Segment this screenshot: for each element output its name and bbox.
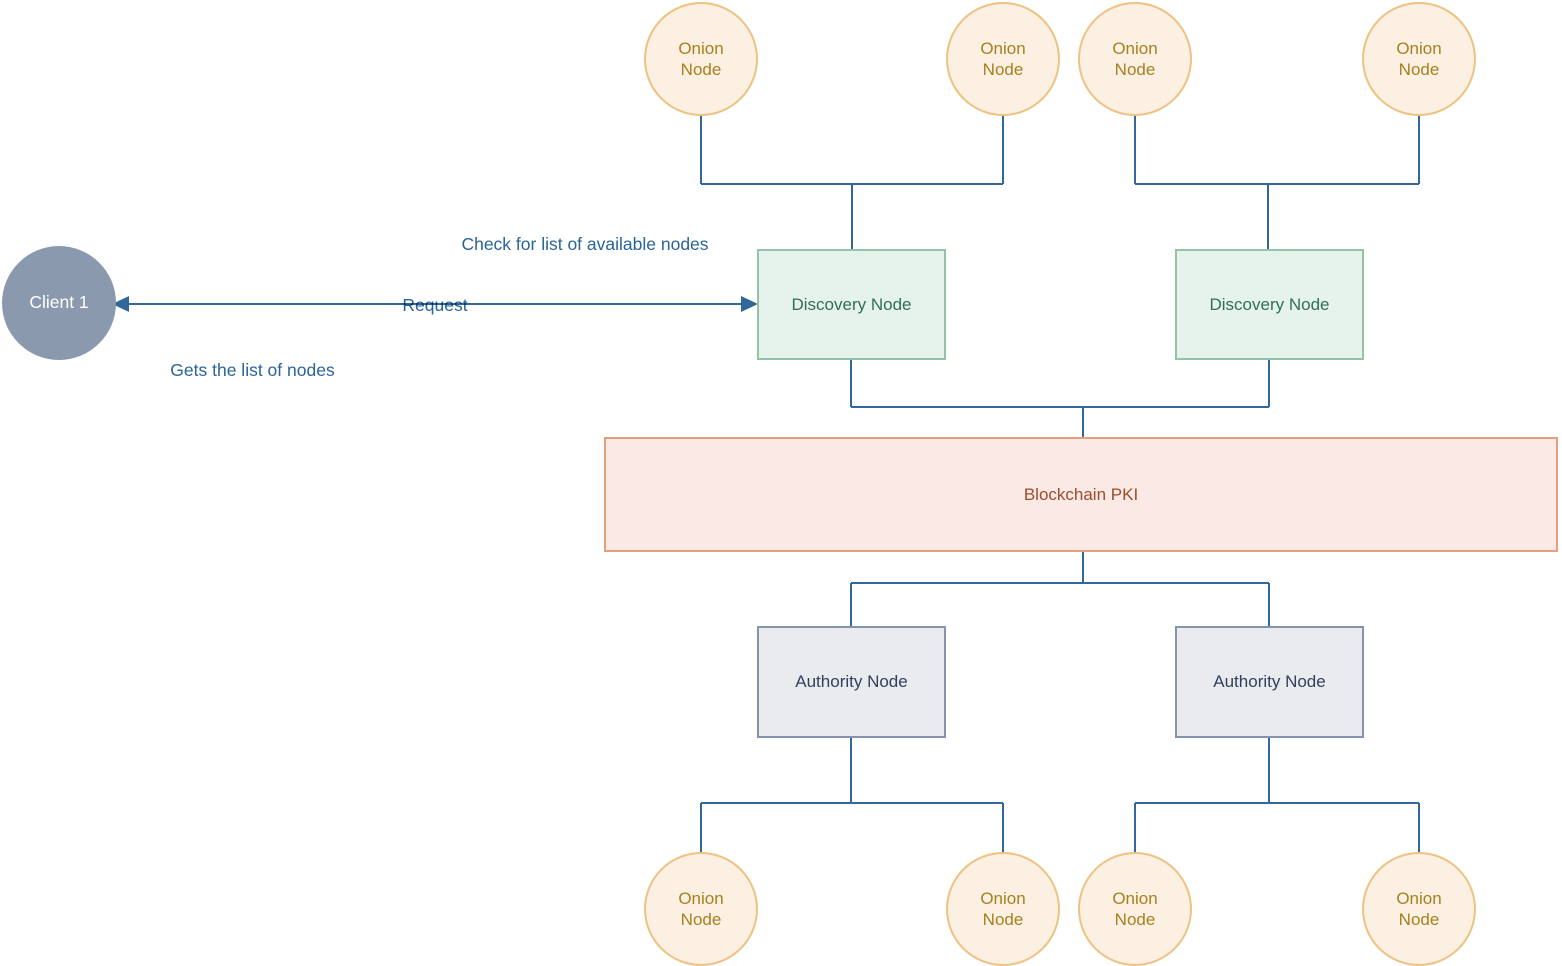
authority-node-label: Authority Node xyxy=(795,672,908,692)
discovery-node-1: Discovery Node xyxy=(757,249,946,360)
client-label: Client 1 xyxy=(29,292,89,313)
connector-bottomA xyxy=(700,738,1004,852)
onion-node-label: Onion Node xyxy=(980,38,1026,79)
request-annotation: Request xyxy=(402,295,468,315)
onion-node-top-2: Onion Node xyxy=(946,2,1060,116)
onion-node-label: Onion Node xyxy=(1396,38,1442,79)
onion-node-top-1: Onion Node xyxy=(644,2,758,116)
discovery-node-2: Discovery Node xyxy=(1175,249,1364,360)
connector-discovery-pki xyxy=(850,360,1270,437)
check-annotation: Check for list of available nodes xyxy=(461,234,709,254)
client-node: Client 1 xyxy=(2,246,116,360)
authority-node-2: Authority Node xyxy=(1175,626,1364,738)
onion-node-label: Onion Node xyxy=(1112,888,1158,929)
onion-node-bottom-1: Onion Node xyxy=(644,852,758,966)
gets-list-annotation: Gets the list of nodes xyxy=(170,360,335,380)
onion-node-label: Onion Node xyxy=(678,38,724,79)
authority-node-label: Authority Node xyxy=(1213,672,1326,692)
discovery-node-label: Discovery Node xyxy=(1209,294,1330,314)
arrowhead-left xyxy=(112,296,129,312)
connector-topA xyxy=(700,116,1004,249)
onion-node-top-3: Onion Node xyxy=(1078,2,1192,116)
connector-bottomB xyxy=(1134,738,1420,852)
discovery-node-label: Discovery Node xyxy=(791,294,912,314)
onion-node-label: Onion Node xyxy=(1396,888,1442,929)
authority-node-1: Authority Node xyxy=(757,626,946,738)
arrowhead-right xyxy=(741,296,758,312)
onion-node-label: Onion Node xyxy=(1112,38,1158,79)
connector-pki-authority xyxy=(850,552,1270,626)
onion-node-label: Onion Node xyxy=(980,888,1026,929)
connector-topB xyxy=(1134,116,1420,249)
onion-node-bottom-2: Onion Node xyxy=(946,852,1060,966)
onion-node-label: Onion Node xyxy=(678,888,724,929)
blockchain-pki-node: Blockchain PKI xyxy=(604,437,1558,552)
onion-node-bottom-4: Onion Node xyxy=(1362,852,1476,966)
onion-node-top-4: Onion Node xyxy=(1362,2,1476,116)
blockchain-pki-label: Blockchain PKI xyxy=(1023,484,1139,504)
onion-node-bottom-3: Onion Node xyxy=(1078,852,1192,966)
